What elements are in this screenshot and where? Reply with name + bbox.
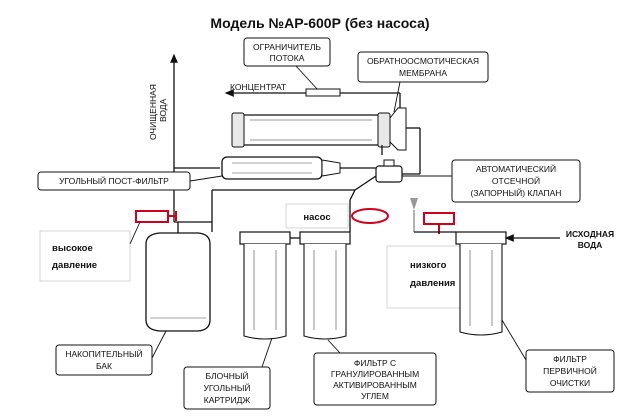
tank-leader bbox=[151, 330, 167, 359]
concentrate-label: КОНЦЕНТРАТ bbox=[230, 82, 286, 92]
storage-tank bbox=[145, 232, 211, 332]
flow-limiter-label: ОГРАНИЧИТЕЛЬ ПОТОКА bbox=[243, 37, 331, 67]
svg-text:БАК: БАК bbox=[96, 361, 112, 371]
carbon-postfilter-label: УГОЛЬНЫЙ ПОСТ-ФИЛЬТР bbox=[37, 171, 191, 191]
svg-text:ОГРАНИЧИТЕЛЬ: ОГРАНИЧИТЕЛЬ bbox=[253, 42, 321, 52]
high-pressure-marker bbox=[135, 210, 177, 223]
svg-text:ФИЛЬТР: ФИЛЬТР bbox=[553, 354, 587, 364]
prefilter-cartridge bbox=[455, 231, 507, 336]
gac-cartridge bbox=[299, 231, 351, 340]
block-carbon-cartridge bbox=[239, 231, 291, 340]
gac-label: ФИЛЬТР С ГРАНУЛИРОВАННЫМ АКТИВИРОВАННЫМ … bbox=[313, 352, 437, 406]
auto-valve-label: АВТОМАТИЧЕСКИЙ ОТСЕЧНОЙ (ЗАПОРНЫЙ) КЛАПА… bbox=[451, 159, 581, 203]
svg-text:ОЧИЩЕННАЯ: ОЧИЩЕННАЯ bbox=[148, 84, 158, 140]
low-pressure-marker bbox=[423, 212, 455, 234]
pump-marker bbox=[351, 208, 389, 224]
postfilter-leader bbox=[189, 175, 223, 182]
carbon-post-filter bbox=[221, 156, 341, 180]
valve-supply-joint bbox=[354, 175, 377, 191]
source-water-label: ИСХОДНАЯ ВОДА bbox=[566, 229, 614, 250]
svg-text:БЛОЧНЫЙ: БЛОЧНЫЙ bbox=[205, 370, 248, 381]
gac-leader bbox=[327, 339, 341, 354]
high-pressure-label: высокое давление bbox=[39, 230, 131, 282]
membrane-leader bbox=[393, 81, 401, 113]
svg-text:ОБРАТНООСМОТИЧЕСКАЯ: ОБРАТНООСМОТИЧЕСКАЯ bbox=[367, 56, 479, 66]
svg-text:давление: давление bbox=[52, 260, 97, 271]
purified-water-label: ОЧИЩЕННАЯ ВОДА bbox=[148, 84, 168, 140]
prefilter-leader bbox=[501, 319, 527, 361]
svg-text:ПЕРВИЧНОЙ: ПЕРВИЧНОЙ bbox=[543, 365, 597, 376]
flow-limiter-leader bbox=[295, 65, 319, 91]
svg-text:давления: давления bbox=[410, 278, 455, 289]
flow-limiter bbox=[305, 88, 341, 97]
low-pressure-arrow bbox=[410, 198, 418, 210]
svg-text:ФИЛЬТР С: ФИЛЬТР С bbox=[354, 358, 396, 368]
ro-membrane-housing bbox=[231, 107, 407, 151]
svg-text:МЕМБРАНА: МЕМБРАНА bbox=[399, 68, 447, 78]
svg-text:АКТИВИРОВАННЫМ: АКТИВИРОВАННЫМ bbox=[333, 380, 417, 390]
pump-label: насос bbox=[285, 203, 349, 229]
svg-text:УГОЛЬНЫЙ: УГОЛЬНЫЙ bbox=[204, 382, 251, 393]
svg-text:ВОДА: ВОДА bbox=[578, 240, 603, 250]
svg-text:ВОДА: ВОДА bbox=[158, 98, 168, 122]
svg-text:(ЗАПОРНЫЙ) КЛАПАН: (ЗАПОРНЫЙ) КЛАПАН bbox=[471, 187, 562, 198]
svg-text:ПОТОКА: ПОТОКА bbox=[270, 53, 305, 63]
high-pressure-leader bbox=[129, 221, 141, 245]
svg-text:УГОЛЬНЫЙ ПОСТ-ФИЛЬТР: УГОЛЬНЫЙ ПОСТ-ФИЛЬТР bbox=[59, 175, 169, 186]
svg-text:КАРТРИДЖ: КАРТРИДЖ bbox=[204, 395, 251, 405]
svg-text:высокое: высокое bbox=[52, 243, 93, 254]
diagram-title: Модель №АР-600Р (без насоса) bbox=[210, 15, 429, 31]
svg-text:АВТОМАТИЧЕСКИЙ: АВТОМАТИЧЕСКИЙ bbox=[476, 163, 556, 174]
gac-to-valve-pipe bbox=[349, 189, 356, 201]
auto-shutoff-valve bbox=[375, 159, 403, 183]
svg-text:низкого: низкого bbox=[410, 260, 447, 271]
block-carbon-label: БЛОЧНЫЙ УГОЛЬНЫЙ КАРТРИДЖ bbox=[183, 366, 271, 410]
membrane-label: ОБРАТНООСМОТИЧЕСКАЯ МЕМБРАНА bbox=[357, 51, 489, 83]
svg-text:ОТСЕЧНОЙ: ОТСЕЧНОЙ bbox=[492, 175, 540, 186]
prefilter-label: ФИЛЬТР ПЕРВИЧНОЙ ОЧИСТКИ bbox=[525, 349, 615, 393]
svg-text:ИСХОДНАЯ: ИСХОДНАЯ bbox=[566, 229, 614, 239]
svg-text:НАКОПИТЕЛЬНЫЙ: НАКОПИТЕЛЬНЫЙ bbox=[65, 348, 142, 359]
svg-text:УГЛЕМ: УГЛЕМ bbox=[361, 391, 389, 401]
svg-text:насос: насос bbox=[303, 212, 330, 223]
storage-tank-label: НАКОПИТЕЛЬНЫЙ БАК bbox=[55, 344, 153, 376]
block-carbon-leader bbox=[261, 337, 273, 368]
svg-text:ГРАНУЛИРОВАННЫМ: ГРАНУЛИРОВАННЫМ bbox=[331, 369, 419, 379]
svg-text:ОЧИСТКИ: ОЧИСТКИ bbox=[550, 378, 590, 388]
